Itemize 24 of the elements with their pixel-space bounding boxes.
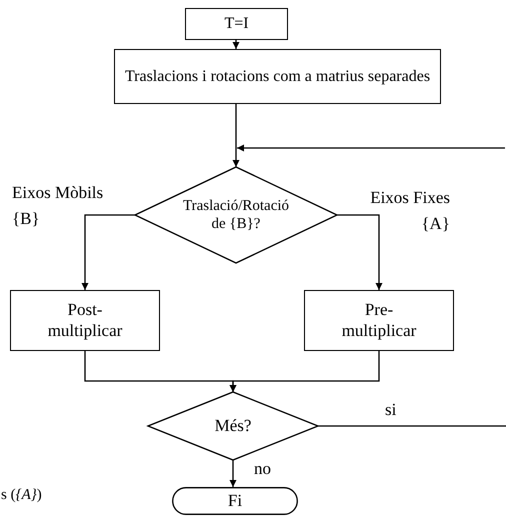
connector-line	[318, 425, 506, 427]
edge-label: si	[385, 399, 398, 421]
node-text: T=I	[224, 14, 249, 34]
process-box	[304, 290, 454, 351]
node-text: Traslació/Rotació de {B}?	[182, 197, 290, 233]
note-text: s ({A})	[1, 487, 42, 504]
process-box	[114, 49, 441, 104]
arrow	[230, 351, 380, 392]
arrow	[232, 40, 240, 49]
arrow	[82, 214, 135, 290]
arrow	[237, 144, 505, 152]
arrow	[337, 214, 382, 290]
edge-label: no	[254, 458, 272, 480]
arrow	[230, 460, 236, 487]
node-text: Més?	[214, 416, 252, 436]
edge-label: Eixos Mòbils {B}	[12, 182, 104, 230]
process-box	[185, 8, 288, 40]
node-text: Pre- multiplicar	[340, 300, 418, 341]
edge-label: Eixos Fixes {A}	[369, 187, 450, 236]
node-text: Post- multiplicar	[46, 300, 124, 341]
node-text: Traslacions i rotacions com a matrius separades	[124, 66, 430, 86]
arrow	[232, 104, 240, 167]
node-text: Fi	[228, 490, 242, 512]
process-box	[10, 290, 160, 351]
